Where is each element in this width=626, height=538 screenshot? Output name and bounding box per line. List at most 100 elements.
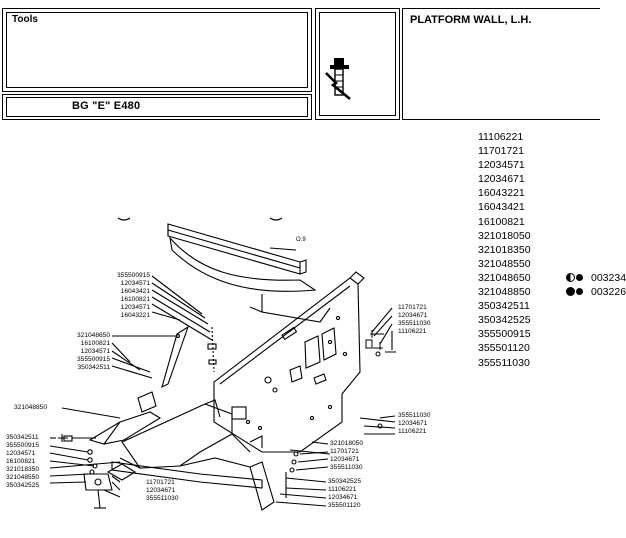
part-row: 355500915 (478, 327, 531, 341)
filled-circle-icon (576, 288, 583, 296)
callout: 11106221 (398, 428, 427, 435)
callout: 355500915 (6, 442, 40, 449)
callout: 321048550 (6, 474, 40, 481)
part-number: 321018350 (478, 243, 531, 256)
part-number: 321048650 (478, 271, 531, 284)
title-frame (402, 8, 600, 120)
part-number: 350342511 (478, 300, 530, 313)
callout-group-mid-left: 321048650 16100821 12034571 355500915 35… (60, 332, 110, 372)
part-number: 11701721 (478, 145, 524, 158)
page-title: PLATFORM WALL, L.H. (410, 14, 532, 26)
callout-big-left: 321048850 (14, 404, 48, 411)
part-row: 11106221 (478, 130, 531, 144)
callout: 355500915 (116, 272, 150, 279)
callout: 11106221 (328, 486, 357, 493)
part-row: 321048550 (478, 257, 531, 271)
callout: 16043421 (120, 288, 150, 295)
callout: 12034671 (330, 456, 360, 463)
filled-circle-icon (566, 287, 575, 297)
part-row: 321048650 003234 (478, 271, 626, 285)
exploded-diagram: O.9 355500915 12034571 16043421 16100821… (0, 122, 470, 533)
part-row: 16100821 (478, 215, 531, 229)
tools-frame (2, 8, 312, 92)
callout-group-right-top: 11701721 12034671 355511030 11106221 (398, 304, 431, 336)
callout: 12034671 (398, 312, 428, 319)
callout-group-bottom-right: 350342525 11106221 12034671 355501120 (328, 478, 361, 510)
callout: 12034571 (120, 304, 150, 311)
callout: 16043221 (120, 312, 150, 319)
callout: 321018050 (330, 440, 364, 447)
rail-label: O.9 (296, 237, 306, 243)
part-number: 321048850 (478, 286, 531, 299)
callout: 11701721 (330, 448, 359, 455)
filled-circle-icon (576, 273, 583, 281)
callout: 12034671 (146, 487, 176, 494)
callout: 12034571 (6, 450, 36, 457)
part-row: 355501120 (478, 341, 531, 355)
tools-label: Tools (12, 14, 38, 25)
callout: 355511030 (398, 412, 431, 419)
callout: 350342511 (77, 364, 110, 371)
part-row: 12034671 (478, 172, 531, 186)
callout: 16100821 (120, 296, 150, 303)
part-number: 12034571 (478, 159, 525, 172)
part-row: 321048850 003226 (478, 285, 626, 299)
part-number: 16043421 (478, 201, 525, 214)
part-row: 16043421 (478, 200, 531, 214)
half-circle-icon (566, 272, 575, 282)
callout: 321048650 (76, 332, 110, 339)
part-row: 321018050 (478, 229, 531, 243)
serial-number: 003234 (591, 271, 626, 284)
serial-note: 003226 (566, 285, 626, 299)
part-number: 16100821 (478, 215, 525, 228)
callout: 12034671 (328, 494, 358, 501)
part-row: 12034571 (478, 158, 531, 172)
model-frame (2, 94, 312, 120)
part-number: 16043221 (478, 187, 525, 200)
icon-frame (315, 8, 400, 120)
serial-number: 003226 (591, 286, 626, 299)
part-row: 11701721 (478, 144, 531, 158)
part-number: 321018050 (478, 229, 531, 242)
part-number: 12034671 (478, 173, 525, 186)
callout: 11106221 (398, 328, 427, 335)
callout: 321018350 (6, 466, 40, 473)
part-number: 355500915 (478, 328, 531, 341)
callout-group-bottom-left: 350342511 355500915 12034571 16100821 32… (6, 434, 39, 490)
serial-note: 003234 (566, 271, 626, 285)
icon-box (319, 12, 396, 116)
tool-crossed-icon (325, 58, 351, 101)
callout: 350342511 (6, 434, 39, 441)
callout-group-bottom-center: 11701721 12034671 355511030 (146, 479, 179, 503)
part-row: 321018350 (478, 243, 531, 257)
callout-group-top-left: 355500915 12034571 16043421 16100821 120… (100, 272, 150, 320)
callout: 12034571 (80, 348, 110, 355)
model-label: BG "E" E480 (72, 100, 141, 112)
callout: 355511030 (146, 495, 179, 502)
callout: 12034571 (120, 280, 150, 287)
part-number: 355511030 (478, 356, 530, 369)
part-number: 350342525 (478, 314, 531, 327)
callout-group-right-bottom: 321018050 11701721 12034671 355511030 (330, 440, 363, 472)
part-row: 355511030 (478, 356, 531, 370)
part-row: 350342525 (478, 313, 531, 327)
part-number: 11106221 (478, 131, 524, 143)
part-row: 350342511 (478, 299, 531, 313)
part-number: 321048550 (478, 257, 531, 270)
callout: 355511030 (330, 464, 363, 471)
callout: 355500915 (76, 356, 110, 363)
callout: 350342525 (328, 478, 362, 485)
callout: 350342525 (6, 482, 40, 489)
callout: 11701721 (146, 479, 175, 486)
callout: 355511030 (398, 320, 431, 327)
callout: 11701721 (398, 304, 427, 311)
callout: 16100821 (6, 458, 36, 465)
part-number: 355501120 (478, 342, 530, 355)
callout: 16100821 (80, 340, 110, 347)
callout: 355501120 (328, 502, 361, 509)
part-row: 16043221 (478, 186, 531, 200)
callout: 12034671 (398, 420, 428, 427)
tools-box (6, 12, 308, 88)
model-box (6, 97, 308, 117)
